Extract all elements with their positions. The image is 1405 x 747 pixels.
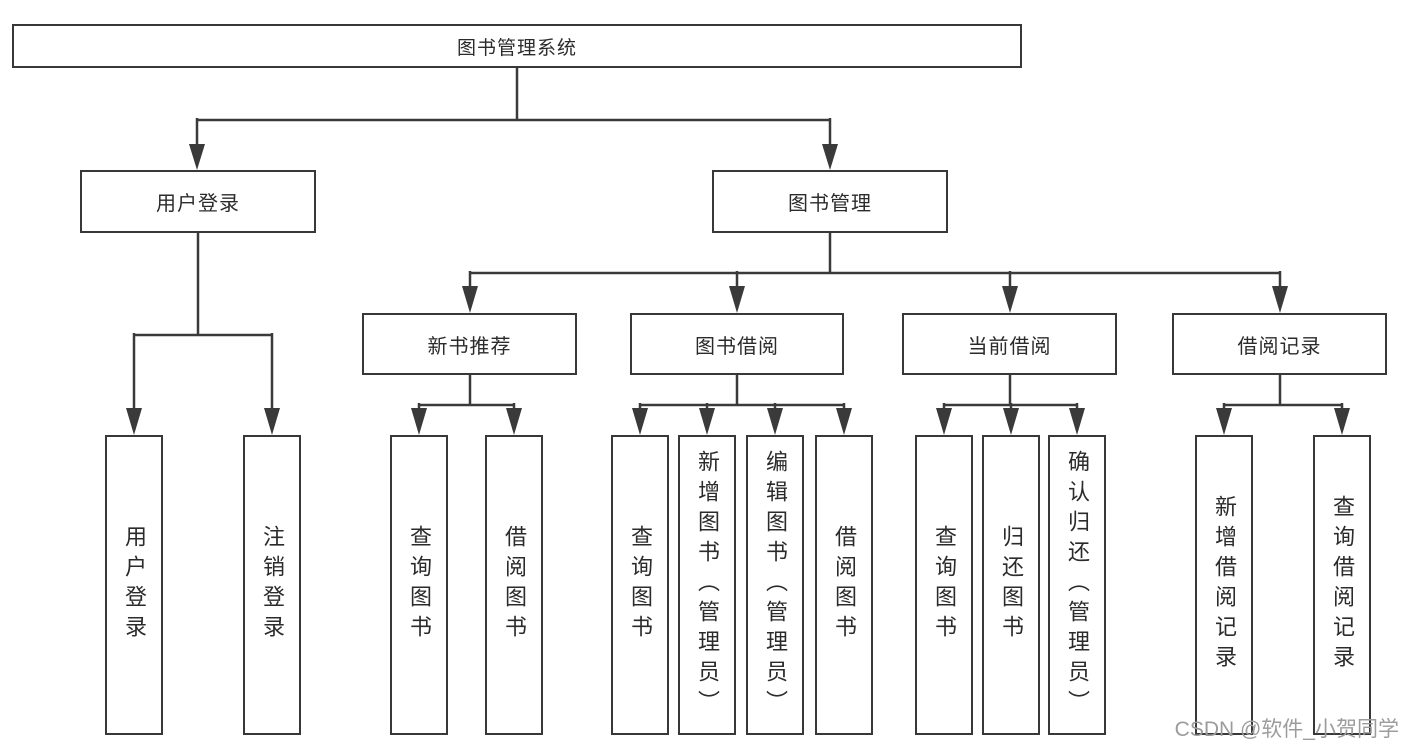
leaf-bb-query-books: 查询图书 xyxy=(611,435,669,735)
leaf-cb-confirm-return-admin: 确认归还（管理员） xyxy=(1048,435,1106,735)
leaf-nb-borrow-books: 借阅图书 xyxy=(485,435,543,735)
leaf-bb-edit-books-admin: 编辑图书（管理员） xyxy=(746,435,804,735)
leaf-bb-add-books-admin: 新增图书（管理员） xyxy=(678,435,736,735)
leaf-nb-query-books: 查询图书 xyxy=(390,435,448,735)
node-borrowing-records: 借阅记录 xyxy=(1172,313,1387,375)
node-current-borrowing: 当前借阅 xyxy=(902,313,1117,375)
watermark: CSDN @软件_小贺同学 xyxy=(1174,718,1399,741)
node-new-book-recommend: 新书推荐 xyxy=(362,313,577,375)
node-root: 图书管理系统 xyxy=(12,24,1022,68)
leaf-cb-return-books: 归还图书 xyxy=(982,435,1040,735)
leaf-br-query-borrow-record: 查询借阅记录 xyxy=(1313,435,1371,735)
leaf-logout: 注销登录 xyxy=(243,435,301,735)
leaf-user-login: 用户登录 xyxy=(105,435,163,735)
node-book-borrowing: 图书借阅 xyxy=(630,313,844,375)
node-book-management: 图书管理 xyxy=(712,170,948,233)
leaf-bb-borrow-books: 借阅图书 xyxy=(815,435,873,735)
node-user-login-branch: 用户登录 xyxy=(80,170,316,233)
leaf-cb-query-books: 查询图书 xyxy=(915,435,973,735)
leaf-br-add-borrow-record: 新增借阅记录 xyxy=(1195,435,1253,735)
